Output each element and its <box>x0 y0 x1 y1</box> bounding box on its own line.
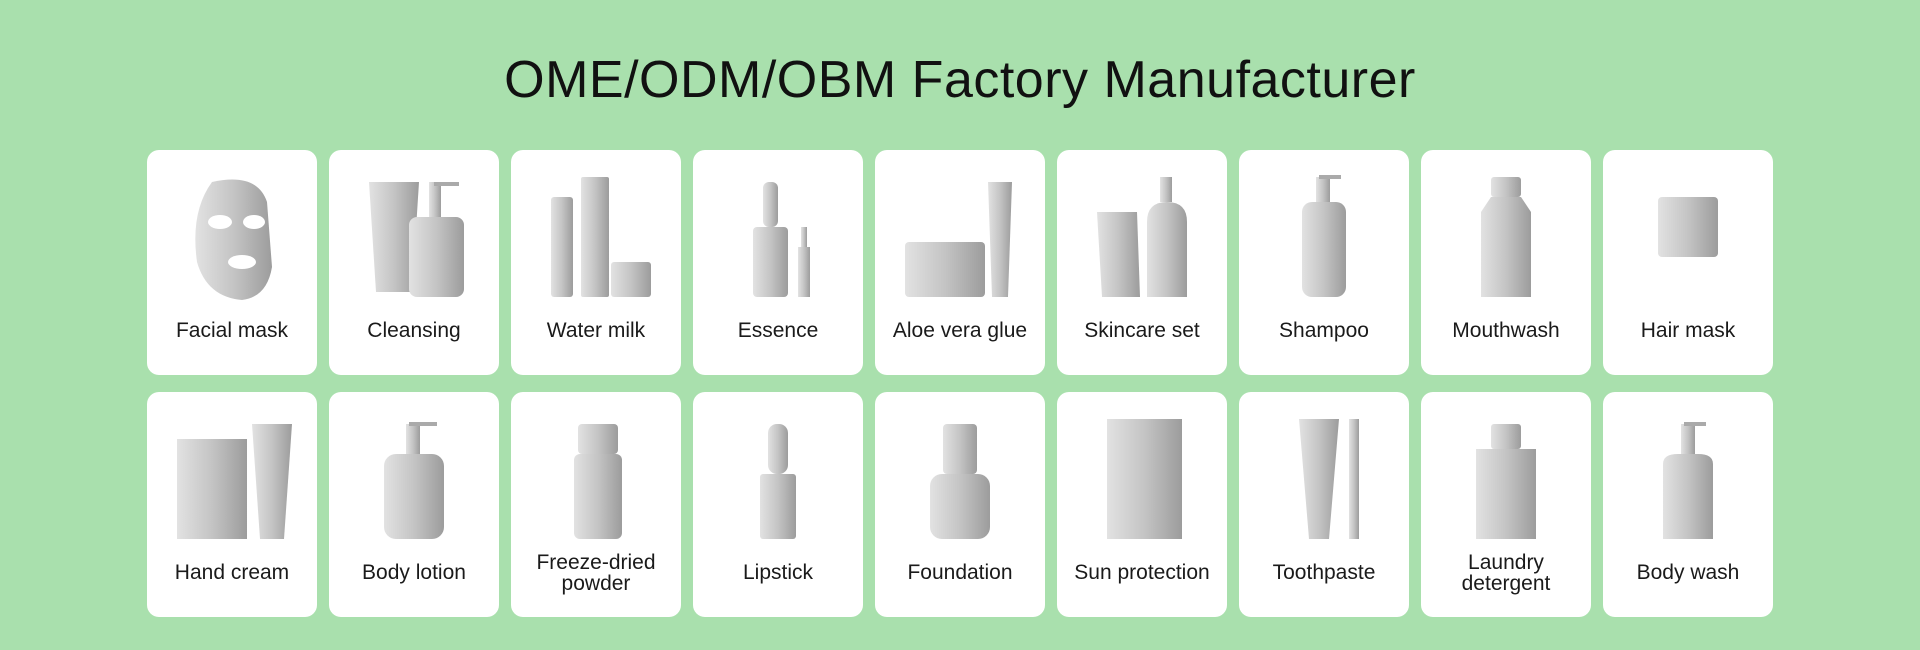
box-icon <box>1082 414 1202 544</box>
product-card[interactable]: Essence <box>693 150 863 375</box>
product-label: Toothpaste <box>1272 561 1376 584</box>
product-label: Water milk <box>546 319 646 342</box>
product-card[interactable]: Hand cream <box>147 392 317 617</box>
product-label: Sun protection <box>1074 561 1210 584</box>
product-label: Essence <box>737 319 819 342</box>
pump-bottle-icon <box>1264 172 1384 302</box>
product-card[interactable]: Toothpaste <box>1239 392 1409 617</box>
foundation-bottle-icon <box>900 414 1020 544</box>
product-card[interactable]: Facial mask <box>147 150 317 375</box>
product-card[interactable]: Lipstick <box>693 392 863 617</box>
product-card[interactable]: Hair mask <box>1603 150 1773 375</box>
product-card[interactable]: Skincare set <box>1057 150 1227 375</box>
product-label: Body lotion <box>362 561 466 584</box>
box-and-tube-icon <box>172 414 292 544</box>
product-label: Cleansing <box>367 319 461 342</box>
product-label: Laundry detergent <box>1461 551 1551 595</box>
vial-icon <box>536 414 656 544</box>
body-wash-bottle-icon <box>1628 414 1748 544</box>
product-label: Facial mask <box>175 319 289 342</box>
product-card[interactable]: Cleansing <box>329 150 499 375</box>
product-card[interactable]: Shampoo <box>1239 150 1409 375</box>
detergent-bottle-icon <box>1446 414 1566 544</box>
small-jar-icon <box>1628 172 1748 302</box>
toothpaste-and-brush-icon <box>1264 414 1384 544</box>
page-title: OME/ODM/OBM Factory Manufacturer <box>504 51 1416 109</box>
product-card[interactable]: Mouthwash <box>1421 150 1591 375</box>
product-grid: Facial mask Cleansing Water milk Essence Alo… <box>147 150 1773 617</box>
product-label: Foundation <box>907 561 1013 584</box>
product-card[interactable]: Aloe vera glue <box>875 150 1045 375</box>
product-card[interactable]: Foundation <box>875 392 1045 617</box>
mouthwash-bottle-icon <box>1446 172 1566 302</box>
product-card[interactable]: Water milk <box>511 150 681 375</box>
skincare-set-icon <box>1082 172 1202 302</box>
product-label: Shampoo <box>1279 319 1369 342</box>
product-label: Aloe vera glue <box>892 319 1028 342</box>
jar-and-tube-icon <box>900 172 1020 302</box>
product-label: Freeze-dried powder <box>536 551 656 595</box>
lotion-pump-bottle-icon <box>354 414 474 544</box>
product-card[interactable]: Freeze-dried powder <box>511 392 681 617</box>
product-label: Hand cream <box>174 561 290 584</box>
product-label: Body wash <box>1636 561 1740 584</box>
product-label: Lipstick <box>742 561 814 584</box>
tube-and-pump-bottle-icon <box>354 172 474 302</box>
product-card[interactable]: Body lotion <box>329 392 499 617</box>
product-card[interactable]: Sun protection <box>1057 392 1227 617</box>
product-label: Hair mask <box>1640 319 1736 342</box>
product-card[interactable]: Body wash <box>1603 392 1773 617</box>
lipstick-icon <box>718 414 838 544</box>
product-card[interactable]: Laundry detergent <box>1421 392 1591 617</box>
bottles-and-jar-icon <box>536 172 656 302</box>
dropper-bottle-icon <box>718 172 838 302</box>
product-label: Mouthwash <box>1452 319 1560 342</box>
product-label: Skincare set <box>1084 319 1200 342</box>
facial-mask-icon <box>172 172 292 302</box>
